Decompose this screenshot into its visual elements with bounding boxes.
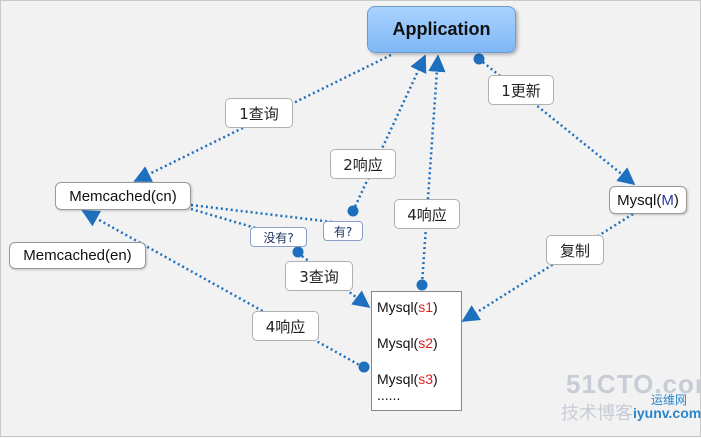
label-none: 没有?: [250, 227, 307, 247]
mysql-slave-3: Mysql(s3): [377, 371, 438, 387]
edge-slaves-response: [420, 54, 446, 285]
memcached-cn-node[interactable]: Memcached(cn): [55, 182, 191, 210]
watermark-site: 51CTO.com: [566, 369, 701, 399]
mysql-slaves-node[interactable]: Mysql(s1) Mysql(s2) Mysql(s3) ......: [371, 291, 462, 411]
label-query-3: 3查询: [285, 261, 353, 291]
mysql-master-node[interactable]: Mysql(M): [609, 186, 687, 214]
mysql-slaves-more: ......: [377, 387, 401, 403]
dot-none: [292, 246, 304, 258]
dot-app-update: [473, 53, 485, 65]
label-response-4-bottom: 4响应: [252, 311, 319, 341]
label-query-1: 1查询: [225, 98, 293, 128]
edge-cn-to-have: [190, 203, 342, 225]
watermark-brand: 运维网: [651, 393, 688, 407]
dot-slaves-left: [358, 361, 370, 373]
mysql-slave-1: Mysql(s1): [377, 299, 438, 315]
memcached-en-node[interactable]: Memcached(en): [9, 242, 146, 269]
edge-memcached-response: [351, 54, 427, 212]
application-node[interactable]: Application: [367, 6, 516, 53]
label-response-4-top: 4响应: [394, 199, 460, 229]
label-replicate: 复制: [546, 235, 604, 265]
mysql-master-prefix: Mysql(: [617, 191, 662, 209]
dot-have: [347, 205, 359, 217]
watermark-domain: iyunv.com: [633, 405, 701, 421]
edge-app-to-master-update: [478, 58, 636, 186]
mysql-master-letter: M: [661, 191, 674, 209]
watermark-tagline: 技术博客: [561, 403, 633, 424]
mysql-master-suffix: ): [673, 191, 679, 209]
label-update-1: 1更新: [488, 75, 554, 105]
edge-master-replicate: [461, 212, 634, 323]
edge-slaves-to-memcached-response: [81, 209, 364, 369]
label-have: 有?: [323, 221, 363, 241]
label-response-2: 2响应: [330, 149, 396, 179]
dot-slaves-top: [416, 279, 428, 291]
mysql-slave-2: Mysql(s2): [377, 335, 438, 351]
